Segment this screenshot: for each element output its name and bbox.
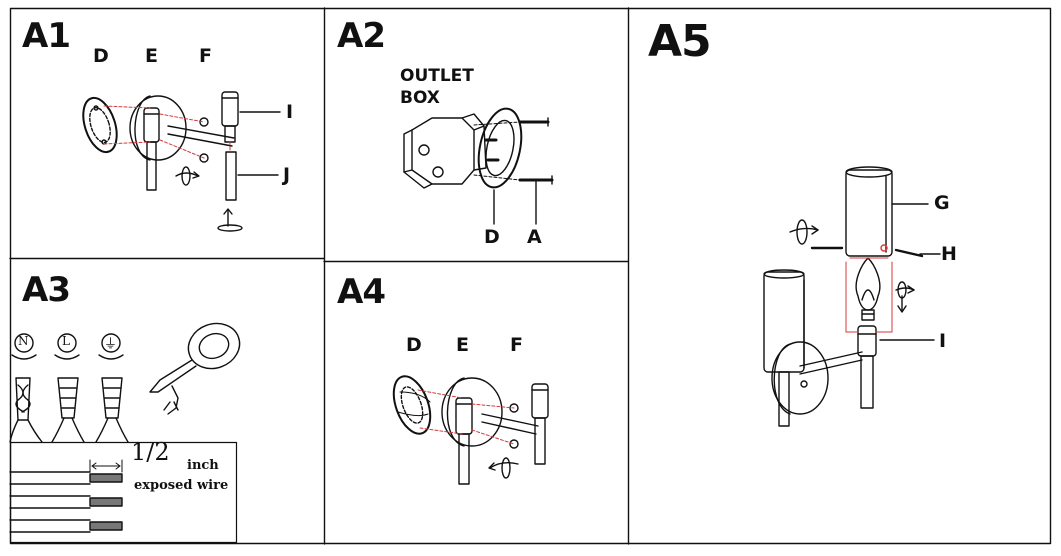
a5-illustration bbox=[763, 166, 941, 427]
panel-label-a4: A4 bbox=[337, 272, 386, 312]
a1-mounting-bracket bbox=[82, 96, 118, 154]
a5-candle-bulb bbox=[855, 257, 881, 321]
panel-label-a2: A2 bbox=[337, 16, 386, 56]
a1-part-j: J bbox=[283, 164, 291, 186]
panel-label-a1: A1 bbox=[22, 16, 71, 56]
a5-canopy bbox=[771, 341, 829, 415]
a2-mounting-plate bbox=[477, 107, 523, 189]
a1-part-d: D bbox=[93, 45, 109, 67]
a2-part-a: A bbox=[527, 226, 542, 248]
a3-ground-symbol bbox=[101, 333, 121, 353]
a4-part-f: F bbox=[510, 334, 523, 356]
a5-part-i: I bbox=[939, 330, 947, 352]
a1-illustration bbox=[82, 91, 281, 232]
a1-canopy bbox=[129, 95, 187, 161]
a2-part-d: D bbox=[484, 226, 500, 248]
a3-unit: inch bbox=[187, 458, 219, 473]
a4-socket-cup bbox=[531, 383, 549, 419]
a4-illustration bbox=[392, 375, 549, 485]
panel-label-a3: A3 bbox=[22, 270, 71, 310]
a1-part-f: F bbox=[199, 45, 212, 67]
a1-tube bbox=[225, 151, 237, 201]
a3-illustration bbox=[9, 322, 241, 544]
a1-part-e: E bbox=[145, 45, 158, 67]
a3-tape-roll bbox=[149, 322, 241, 415]
a2-illustration bbox=[403, 107, 554, 225]
a3-fraction: 1/2 bbox=[131, 438, 170, 466]
a2-screws bbox=[484, 117, 554, 185]
a3-stripped-wires bbox=[9, 471, 123, 533]
a3-live-symbol bbox=[57, 333, 77, 353]
a3-live-letter: L bbox=[62, 334, 70, 348]
a4-part-d: D bbox=[406, 334, 422, 356]
a4-mounting-bracket bbox=[392, 375, 432, 435]
a3-caption: exposed wire bbox=[134, 478, 229, 493]
a5-part-h: H bbox=[941, 243, 957, 265]
a5-socket bbox=[857, 325, 877, 357]
a1-socket-cup bbox=[221, 91, 239, 127]
a4-canopy bbox=[441, 377, 503, 447]
a3-neutral-symbol bbox=[14, 333, 34, 353]
a3-wire-nut-live bbox=[57, 377, 79, 419]
a3-ground-glyph: ⏚ bbox=[104, 337, 118, 352]
panel-label-a5: A5 bbox=[648, 16, 712, 67]
a3-exposed-wire-box bbox=[9, 441, 238, 544]
a3-neutral-letter: N bbox=[18, 334, 29, 348]
a2-outlet-label-line2: BOX bbox=[400, 88, 440, 108]
a5-glass-shade bbox=[845, 166, 893, 257]
a5-part-g: G bbox=[934, 192, 950, 214]
a3-wire-nut-ground bbox=[101, 377, 123, 419]
a5-finished-shade bbox=[763, 269, 805, 373]
a1-part-i: I bbox=[286, 101, 294, 123]
a4-part-e: E bbox=[456, 334, 469, 356]
panel-grid bbox=[9, 7, 1052, 545]
a2-outlet-label-line1: OUTLET bbox=[400, 66, 474, 86]
